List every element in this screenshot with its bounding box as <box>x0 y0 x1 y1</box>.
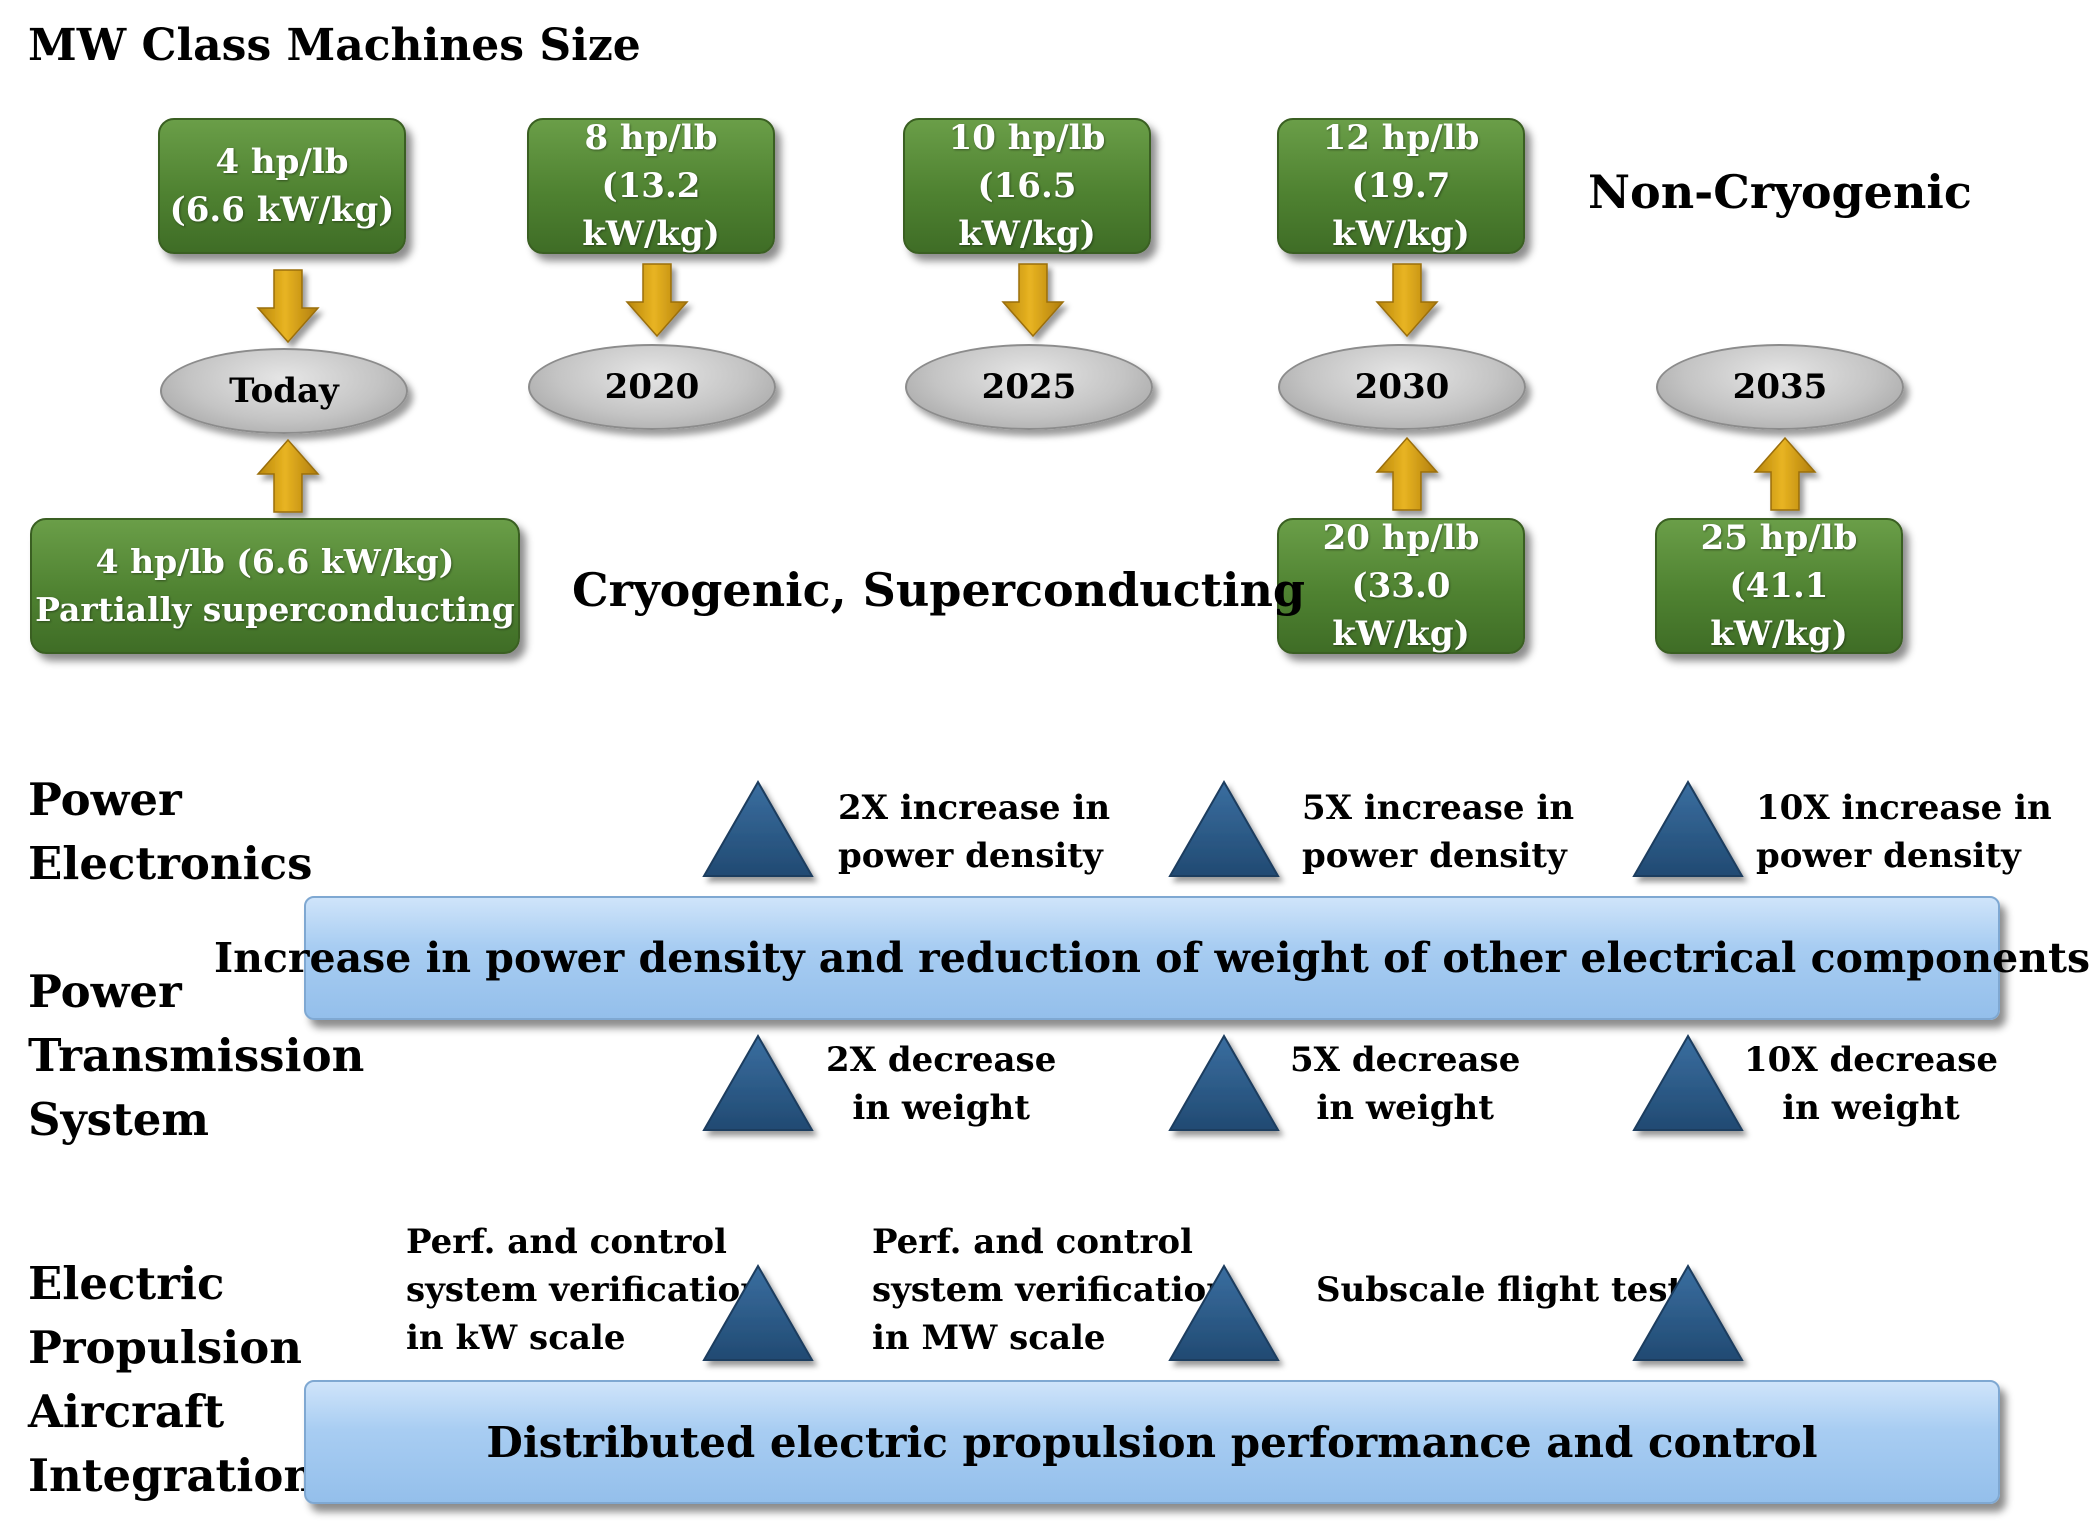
milestone-line: 2X increase in <box>838 788 1111 828</box>
label-line: Transmission <box>28 1029 365 1082</box>
box-line: (6.6 kW/kg) <box>169 190 395 230</box>
label-line: Aircraft <box>28 1385 225 1438</box>
milestone-triangle-icon <box>1168 779 1280 877</box>
timeline-oval-2025: 2025 <box>905 344 1153 430</box>
milestone-line: power density <box>838 836 1103 876</box>
power-electronics-label: Power Electronics <box>28 768 312 896</box>
roadmap-diagram: MW Class Machines Size 4 hp/lb (6.6 kW/k… <box>28 20 2090 1508</box>
page-title: MW Class Machines Size <box>28 20 641 71</box>
non-cryo-box-2025: 10 hp/lb (16.5 kW/kg) <box>903 118 1151 254</box>
box-line: (33.0 kW/kg) <box>1332 566 1470 654</box>
milestone-line: 5X increase in <box>1302 788 1575 828</box>
box-line: (41.1 kW/kg) <box>1710 566 1848 654</box>
timeline-oval-today: Today <box>160 348 408 434</box>
box-line: 25 hp/lb <box>1700 518 1858 558</box>
box-line: 10 hp/lb <box>948 118 1106 158</box>
label-line: Electric <box>28 1257 225 1310</box>
int-milestone-2: Perf. and control system verification in… <box>872 1218 1231 1362</box>
milestone-triangle-icon <box>702 1263 814 1361</box>
milestone-line: power density <box>1756 836 2021 876</box>
milestone-line: 10X decrease <box>1744 1040 1998 1080</box>
pt-milestone-3: 10X decrease in weight <box>1744 1036 1998 1132</box>
cryo-box-2030: 20 hp/lb (33.0 kW/kg) <box>1277 518 1525 654</box>
pe-milestone-1: 2X increase in power density <box>838 784 1110 880</box>
int-milestone-3: Subscale flight test <box>1316 1266 1683 1314</box>
down-arrow-icon <box>625 263 689 338</box>
int-milestone-1: Perf. and control system verification in… <box>406 1218 765 1362</box>
pt-milestone-2: 5X decrease in weight <box>1290 1036 1520 1132</box>
timeline-oval-2030: 2030 <box>1278 344 1526 430</box>
label-line: System <box>28 1093 210 1146</box>
timeline-oval-2020: 2020 <box>528 344 776 430</box>
milestone-line: 5X decrease <box>1290 1040 1521 1080</box>
cryo-box-2035: 25 hp/lb (41.1 kW/kg) <box>1655 518 1903 654</box>
box-line: 4 hp/lb <box>215 142 349 182</box>
milestone-triangle-icon <box>702 1033 814 1131</box>
box-line: (16.5 kW/kg) <box>958 166 1096 254</box>
pt-milestone-1: 2X decrease in weight <box>826 1036 1056 1132</box>
label-line: Power <box>28 965 182 1018</box>
milestone-line: in MW scale <box>872 1318 1106 1358</box>
milestone-triangle-icon <box>1632 1033 1744 1131</box>
milestone-triangle-icon <box>1632 1263 1744 1361</box>
milestone-triangle-icon <box>702 779 814 877</box>
up-arrow-icon <box>1753 436 1817 511</box>
pe-milestone-2: 5X increase in power density <box>1302 784 1574 880</box>
pe-milestone-3: 10X increase in power density <box>1756 784 2052 880</box>
milestone-line: system verification <box>406 1270 765 1310</box>
down-arrow-icon <box>256 269 320 344</box>
non-cryo-box-2030: 12 hp/lb (19.7 kW/kg) <box>1277 118 1525 254</box>
box-line: 8 hp/lb <box>584 118 718 158</box>
label-line: Power <box>28 773 182 826</box>
up-arrow-icon <box>256 438 320 513</box>
up-arrow-icon <box>1375 436 1439 511</box>
box-line: Partially superconducting <box>35 590 515 629</box>
down-arrow-icon <box>1375 263 1439 338</box>
box-line: 20 hp/lb <box>1322 518 1480 558</box>
non-cryo-box-today: 4 hp/lb (6.6 kW/kg) <box>158 118 406 254</box>
cryo-box-today: 4 hp/lb (6.6 kW/kg) Partially supercondu… <box>30 518 520 654</box>
integration-bar: Distributed electric propulsion performa… <box>304 1380 2000 1504</box>
milestone-line: 2X decrease <box>826 1040 1057 1080</box>
milestone-line: Subscale flight test <box>1316 1270 1684 1310</box>
milestone-line: in kW scale <box>406 1318 626 1358</box>
timeline-oval-2035: 2035 <box>1656 344 1904 430</box>
label-line: Propulsion <box>28 1321 302 1374</box>
milestone-line: Perf. and control <box>872 1222 1193 1262</box>
milestone-triangle-icon <box>1632 779 1744 877</box>
cryogenic-label: Cryogenic, Superconducting <box>572 563 1306 617</box>
power-density-bar: Increase in power density and reduction … <box>214 896 2090 1020</box>
box-line: 4 hp/lb (6.6 kW/kg) <box>95 542 455 581</box>
box-line: (13.2 kW/kg) <box>582 166 720 254</box>
milestone-line: 10X increase in <box>1756 788 2052 828</box>
milestone-line: power density <box>1302 836 1567 876</box>
power-transmission-label: Power Transmission System <box>28 960 364 1152</box>
milestone-line: in weight <box>1782 1088 1960 1128</box>
milestone-triangle-icon <box>1168 1033 1280 1131</box>
label-line: Electronics <box>28 837 313 890</box>
non-cryo-box-2020: 8 hp/lb (13.2 kW/kg) <box>527 118 775 254</box>
milestone-line: in weight <box>1316 1088 1494 1128</box>
box-line: 12 hp/lb <box>1322 118 1480 158</box>
milestone-line: system verification <box>872 1270 1231 1310</box>
label-line: Integration <box>28 1449 317 1502</box>
milestone-triangle-icon <box>1168 1263 1280 1361</box>
down-arrow-icon <box>1001 263 1065 338</box>
milestone-line: Perf. and control <box>406 1222 727 1262</box>
milestone-line: in weight <box>852 1088 1030 1128</box>
non-cryogenic-label: Non-Cryogenic <box>1588 165 1972 219</box>
integration-label: Electric Propulsion Aircraft Integration <box>28 1252 316 1508</box>
box-line: (19.7 kW/kg) <box>1332 166 1470 254</box>
